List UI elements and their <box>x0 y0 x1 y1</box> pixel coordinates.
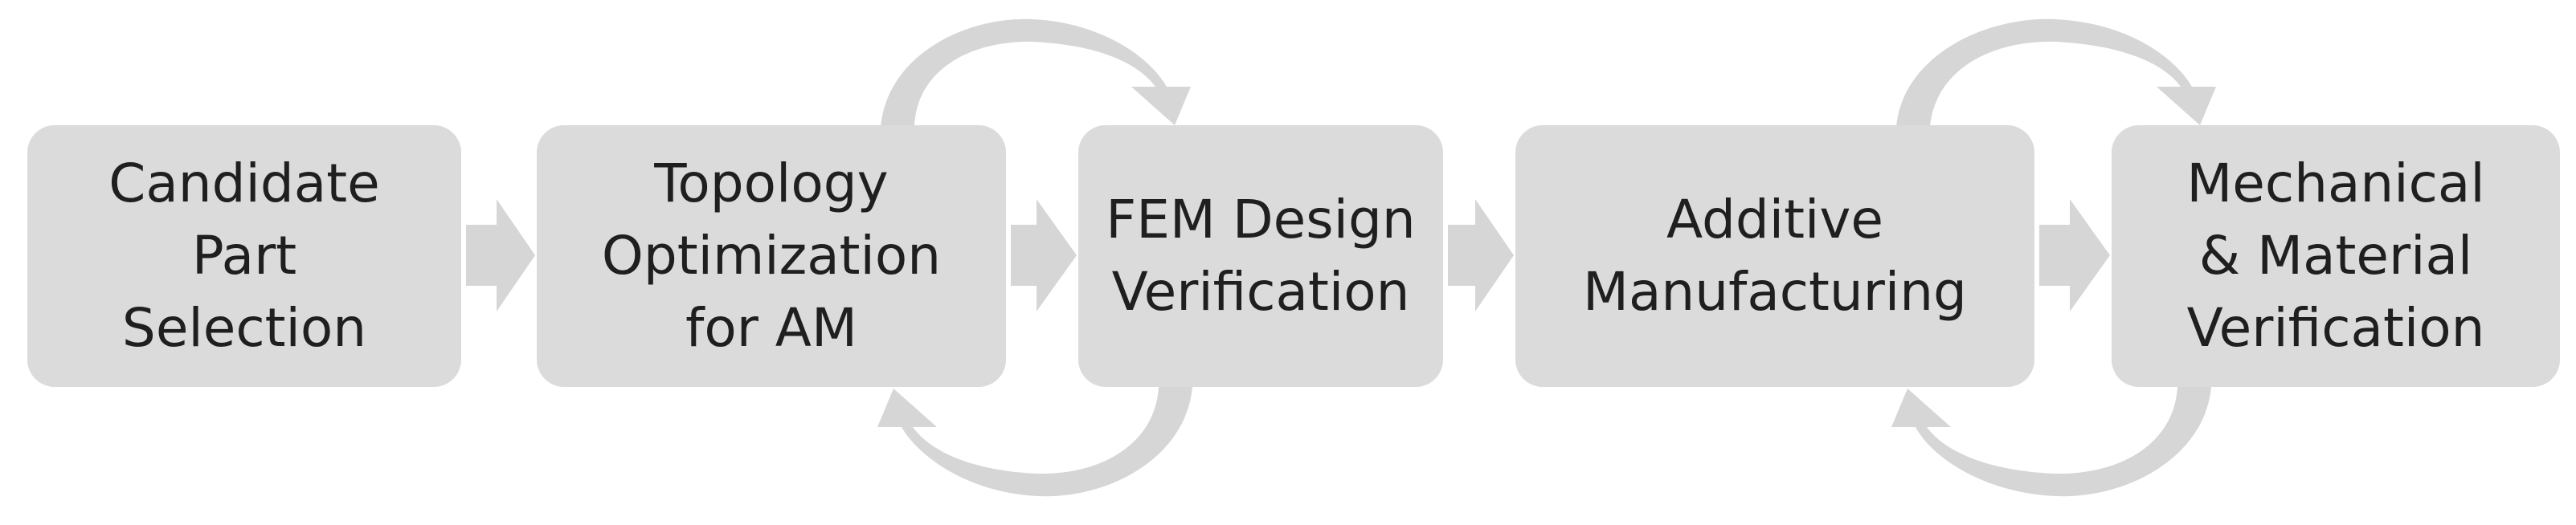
flow-arrow-1 <box>466 199 535 311</box>
feedback-arrow-top-2 <box>1896 18 2216 127</box>
step-label-line: FEM Design <box>1106 189 1416 250</box>
flow-arrow-3 <box>1448 199 1514 311</box>
step-candidate-part-selection: Candidate Part Selection <box>27 125 461 387</box>
step-topology-optimization: Topology Optimization for AM <box>537 125 1006 387</box>
step-label-line: Candidate <box>108 153 380 214</box>
step-label-line: Verification <box>1111 261 1410 323</box>
step-fem-design-verification: FEM Design Verification <box>1078 125 1443 387</box>
step-label-line: Part <box>191 225 297 287</box>
feedback-arrow-top-1 <box>881 18 1191 127</box>
flow-arrow-4 <box>2039 199 2110 311</box>
step-label-line: Additive <box>1666 189 1883 250</box>
step-label-line: Topology <box>654 153 889 214</box>
flow-arrow-2 <box>1011 199 1077 311</box>
step-label-line: Manufacturing <box>1583 261 1967 323</box>
step-label-line: Optimization <box>601 225 942 287</box>
step-additive-manufacturing: Additive Manufacturing <box>1515 125 2034 387</box>
feedback-arrow-bottom-1 <box>877 387 1192 497</box>
step-label-line: Mechanical <box>2186 153 2485 214</box>
feedback-arrow-bottom-2 <box>1891 387 2211 497</box>
step-mechanical-material-verification: Mechanical & Material Verification <box>2112 125 2560 387</box>
step-label-line: Verification <box>2186 297 2485 359</box>
step-label-line: Selection <box>121 297 367 359</box>
step-label-line: for AM <box>685 297 857 359</box>
step-label-line: & Material <box>2198 225 2473 287</box>
